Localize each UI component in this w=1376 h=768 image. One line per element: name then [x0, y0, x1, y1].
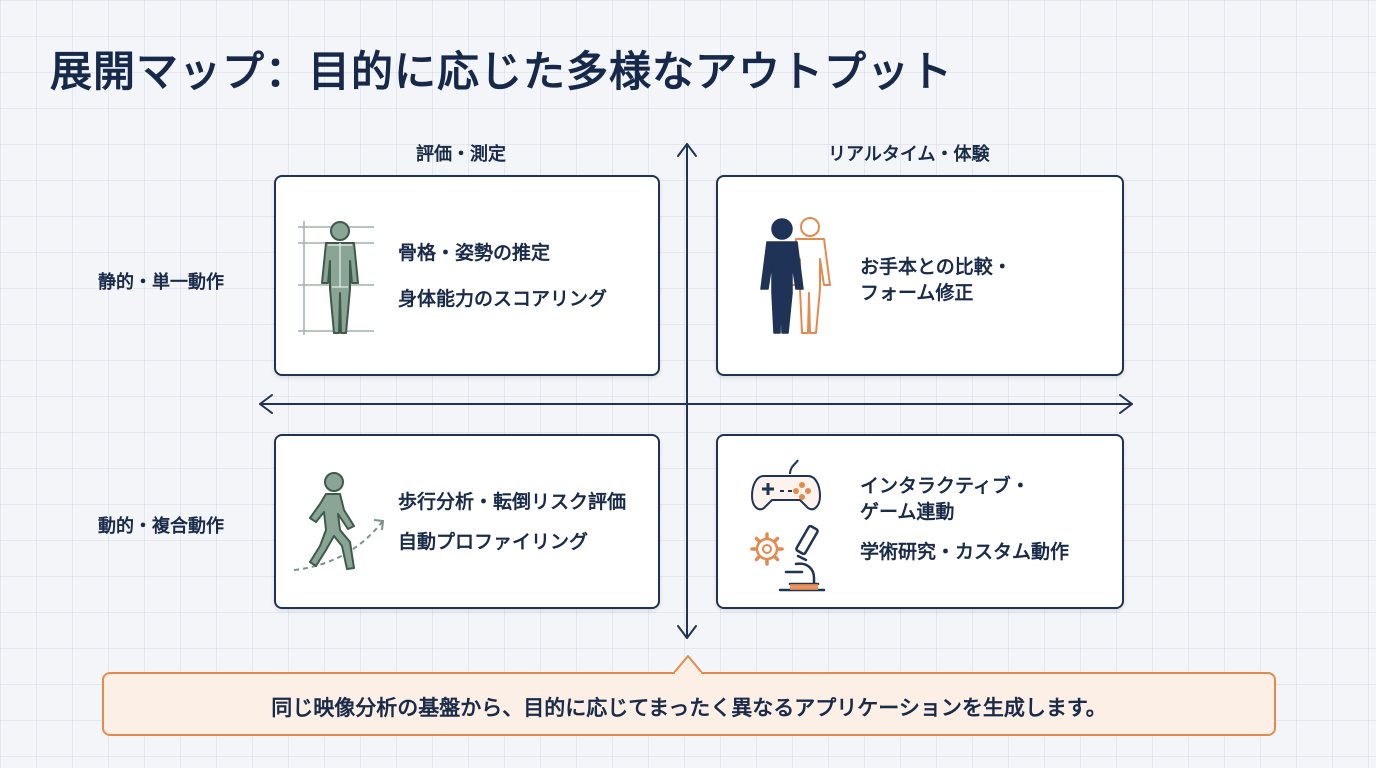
microscope-icon — [778, 524, 826, 592]
column-label-realtime: リアルタイム・体験 — [828, 144, 990, 165]
callout-pointer — [673, 655, 703, 674]
horizontal-axis-arrow-left — [259, 394, 273, 414]
card-text-line-1: 骨格・姿勢の推定 — [398, 242, 551, 264]
horizontal-axis-arrow-right — [1119, 394, 1133, 414]
card-text-line-1: 歩行分析・転倒リスク評価 — [398, 491, 627, 513]
card-gait-analysis: 歩行分析・転倒リスク評価 自動プロファイリング — [274, 434, 660, 609]
row-label-static: 静的・単一動作 — [98, 272, 224, 293]
page-title: 展開マップ：目的に応じた多様なアウトプット — [50, 47, 954, 96]
vertical-axis-arrow-bottom — [677, 625, 697, 639]
card-text-line-2: 自動プロファイリング — [398, 531, 589, 553]
card-text-line-1: インタラクティブ・ — [860, 475, 1030, 497]
card-text-line-2: ゲーム連動 — [860, 501, 955, 523]
row-label-dynamic: 動的・複合動作 — [98, 516, 224, 537]
column-label-evaluation: 評価・測定 — [416, 144, 506, 165]
gear-icon — [750, 532, 784, 566]
card-form-comparison: お手本との比較・ フォーム修正 — [716, 175, 1124, 376]
skeleton-figure-icon — [298, 221, 374, 335]
walking-figure-icon — [293, 472, 385, 571]
card-interactive-research: インタラクティブ・ ゲーム連動 学術研究・カスタム動作 — [716, 434, 1124, 609]
card-text-line-2: 身体能力のスコアリング — [398, 288, 608, 310]
card-text-line-2: フォーム修正 — [860, 282, 974, 304]
summary-callout: 同じ映像分析の基盤から、目的に応じてまったく異なるアプリケーションを生成します。 — [102, 672, 1276, 736]
gamepad-icon — [751, 459, 821, 511]
vertical-axis-arrow-top — [677, 143, 697, 157]
card-skeleton-estimation: 骨格・姿勢の推定 身体能力のスコアリング — [274, 175, 660, 376]
card-text-line-3: 学術研究・カスタム動作 — [860, 541, 1070, 563]
figure-comparison-icon — [760, 217, 831, 334]
callout-text: 同じ映像分析の基盤から、目的に応じてまったく異なるアプリケーションを生成します。 — [271, 696, 1107, 720]
card-text-line-1: お手本との比較・ — [860, 256, 1012, 278]
